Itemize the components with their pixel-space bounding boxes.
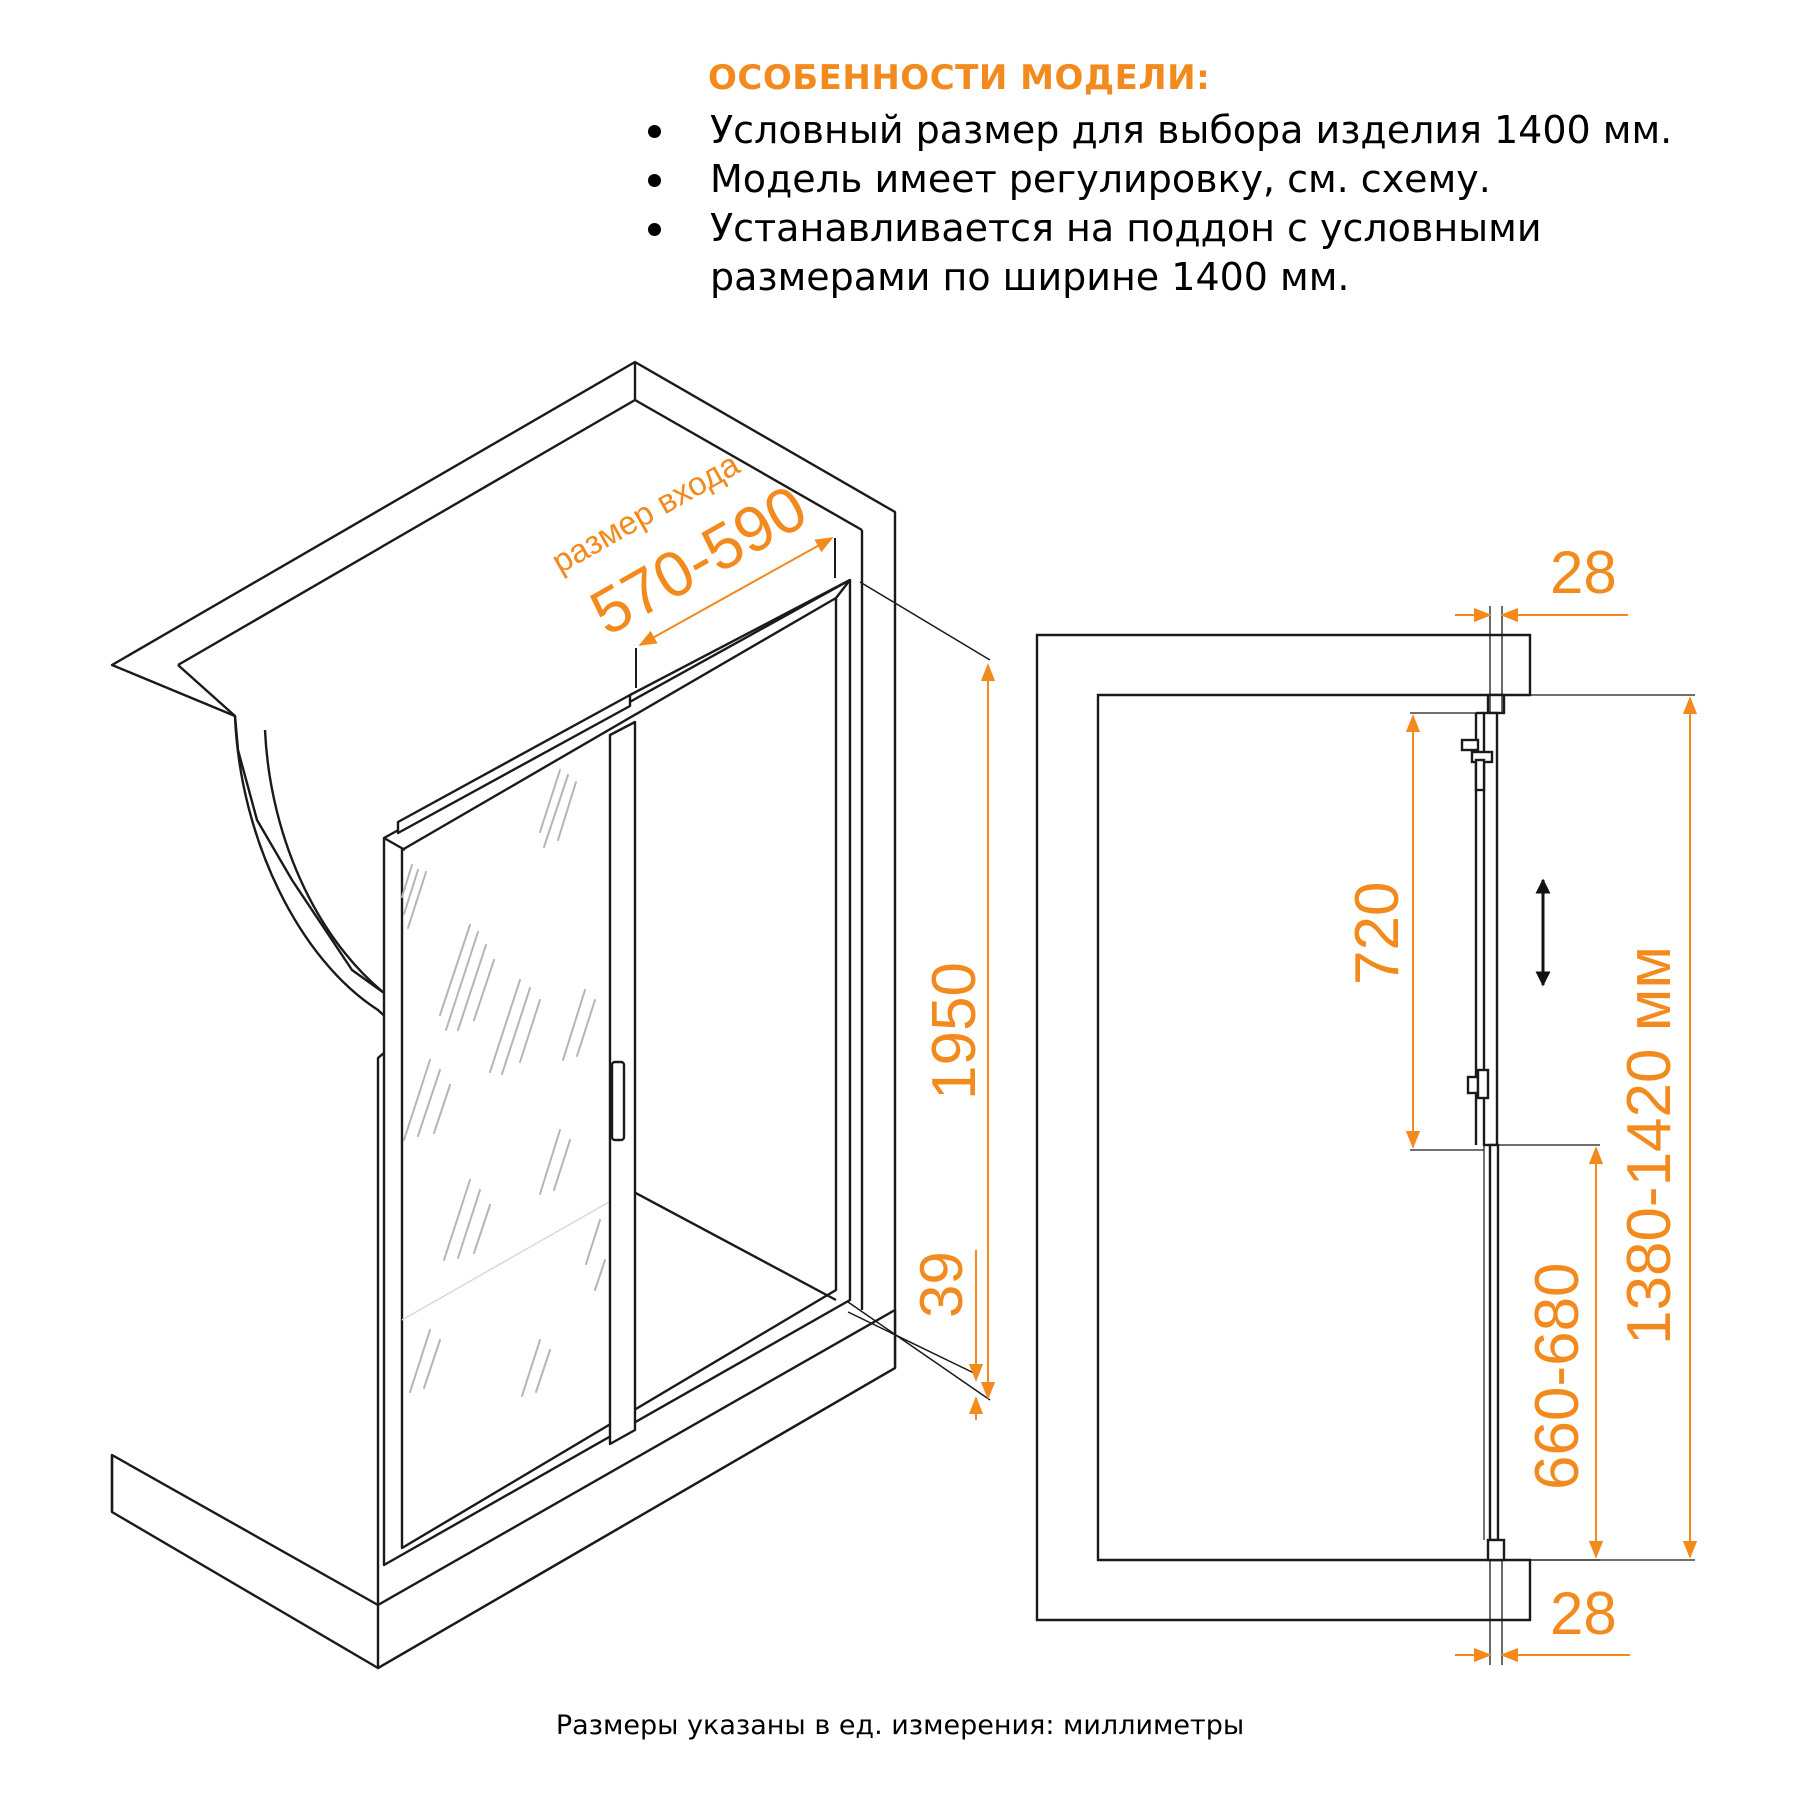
entry-dimension-line (638, 537, 834, 646)
feature-item: Устанавливается на поддон с условными ра… (640, 204, 1760, 302)
feature-item: Модель имеет регулировку, см. схему. (640, 155, 1760, 204)
features-title: ОСОБЕННОСТИ МОДЕЛИ: (708, 58, 1211, 98)
fixed-panel-label: 660-680 (1523, 1262, 1592, 1490)
units-note: Размеры указаны в ед. измерения: миллиме… (555, 1710, 1245, 1741)
sliding-panel (1488, 1143, 1500, 1542)
iso-dimensions (635, 537, 996, 1420)
bottom-profile-label: 28 (1550, 1580, 1617, 1647)
glass-pattern (401, 769, 606, 1397)
tray-gap-label: 39 (908, 1251, 975, 1318)
feature-item: Условный размер для выбора изделия 1400 … (640, 106, 1760, 155)
height-label: 1950 (920, 962, 989, 1100)
plan-walls (1035, 633, 1532, 1622)
top-rail (396, 693, 632, 835)
isometric-view (110, 360, 897, 1670)
top-profile-label: 28 (1550, 539, 1617, 606)
plan-labels: 28 28 720 660-680 1380-1420 мм (1343, 539, 1684, 1647)
features-block: ОСОБЕННОСТИ МОДЕЛИ: Условный размер для … (640, 58, 1760, 302)
features-list: Условный размер для выбора изделия 1400 … (640, 106, 1760, 302)
total-width-label: 1380-1420 мм (1615, 946, 1684, 1345)
plan-view (1035, 633, 1551, 1622)
plan-dimensions (1405, 606, 1698, 1665)
adjustment-label: 720 (1343, 882, 1412, 985)
bottom-profile (1486, 1538, 1506, 1562)
door-handle (610, 1060, 626, 1142)
wall-curve (233, 715, 406, 1036)
